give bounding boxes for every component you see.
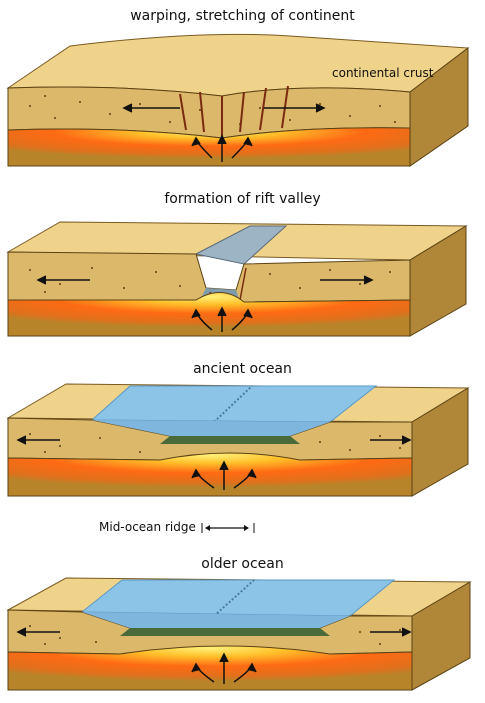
stage-3-title: ancient ocean (193, 361, 292, 377)
stage-3-block (6, 383, 470, 497)
continental-crust-label: continental crust (332, 66, 434, 80)
ocean-floor (120, 628, 330, 636)
stage-1-title: warping, stretching of continent (130, 8, 355, 24)
mid-ocean-ridge-legend: Mid-ocean ridge (99, 520, 256, 534)
ocean-water (92, 420, 330, 436)
stage-1-block (6, 33, 470, 167)
stage-4-block (6, 577, 472, 691)
stage-2-title: formation of rift valley (164, 191, 321, 207)
ocean-surface (90, 385, 378, 423)
mantle-front (7, 452, 413, 497)
stage-2-block (6, 221, 468, 337)
stage-4-title: older ocean (201, 556, 284, 572)
rift-valley (194, 225, 288, 265)
ocean-water (82, 612, 350, 628)
mantle-front (7, 645, 413, 691)
mid-ocean-ridge-label: Mid-ocean ridge (99, 520, 196, 534)
mantle-front (7, 292, 411, 337)
ocean-surface (80, 579, 396, 617)
ocean-floor (160, 436, 300, 444)
double-arrow-icon (201, 522, 255, 533)
